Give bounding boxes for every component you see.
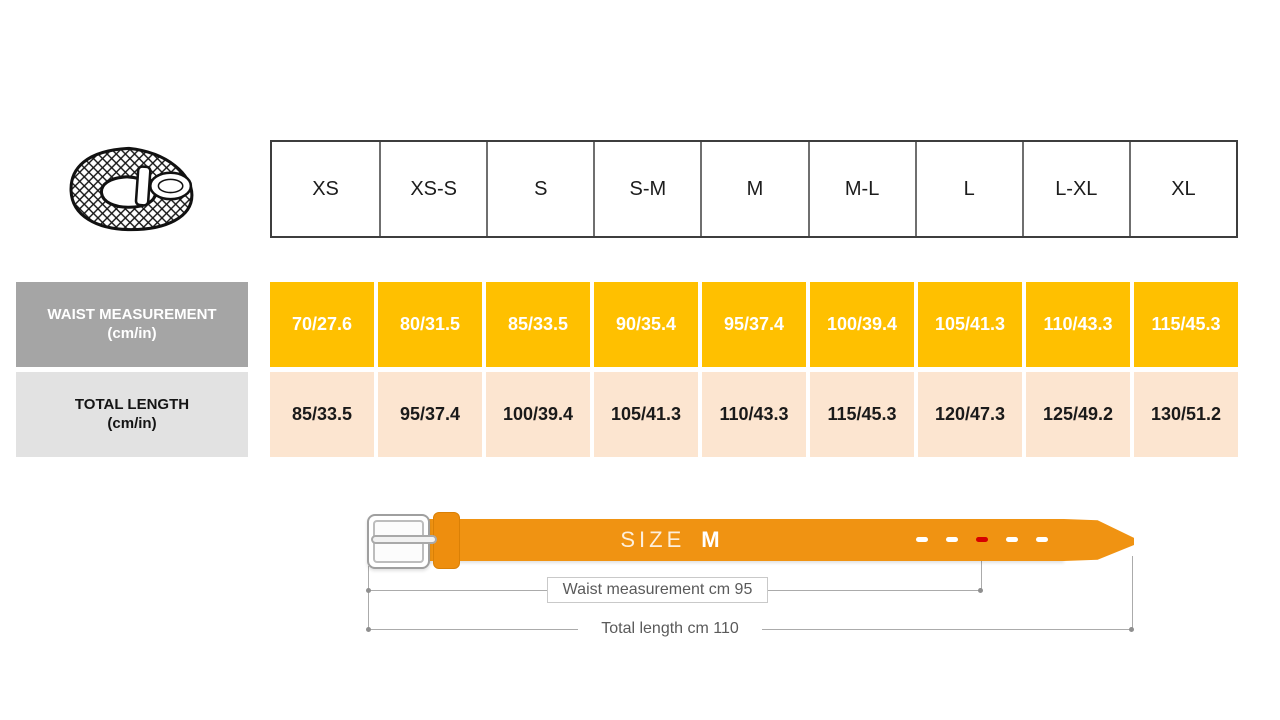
braided-belt-icon [66, 140, 198, 238]
dimension-end-dot [366, 627, 371, 632]
waist-measurement-row: 70/27.6 80/31.5 85/33.5 90/35.4 95/37.4 … [270, 282, 1238, 367]
length-value-cell: 85/33.5 [270, 372, 374, 457]
total-length-row-label: TOTAL LENGTH (cm/in) [16, 372, 248, 457]
total-length-dimension-line [762, 629, 1132, 630]
belt-hole-red [976, 537, 988, 542]
waist-dimension-line [368, 590, 547, 591]
size-header-row: XS XS-S S S-M M M-L L L-XL XL [270, 140, 1238, 238]
total-length-row: 85/33.5 95/37.4 100/39.4 105/41.3 110/43… [270, 372, 1238, 457]
size-header-cell: S-M [593, 142, 700, 236]
dimension-end-dot [978, 588, 983, 593]
length-value-cell: 105/41.3 [594, 372, 698, 457]
size-header-cell: XL [1128, 142, 1236, 236]
length-value-cell: 100/39.4 [486, 372, 590, 457]
waist-value-cell: 95/37.4 [702, 282, 806, 367]
length-value-cell: 130/51.2 [1134, 372, 1238, 457]
length-label-unit: (cm/in) [107, 414, 157, 432]
size-value: M [701, 527, 720, 552]
belt-buckle-prong [371, 535, 437, 544]
waist-value-cell: 70/27.6 [270, 282, 374, 367]
length-value-cell: 125/49.2 [1026, 372, 1130, 457]
size-header-cell: S [486, 142, 593, 236]
belt-hole [1036, 537, 1048, 542]
size-header-cell: L [914, 142, 1022, 236]
length-value-cell: 115/45.3 [810, 372, 914, 457]
waist-value-cell: 110/43.3 [1026, 282, 1130, 367]
belt-size-label: SIZE M [540, 519, 800, 561]
belt-tip [1064, 519, 1134, 561]
belt-hole [1006, 537, 1018, 542]
waist-value-cell: 105/41.3 [918, 282, 1022, 367]
size-header-cell: L-XL [1021, 142, 1129, 236]
belt-hole [946, 537, 958, 542]
waist-measurement-annotation: Waist measurement cm 95 [547, 577, 768, 603]
length-value-cell: 110/43.3 [702, 372, 806, 457]
size-header-cell: M-L [807, 142, 915, 236]
length-value-cell: 120/47.3 [918, 372, 1022, 457]
waist-value-cell: 85/33.5 [486, 282, 590, 367]
length-value-cell: 95/37.4 [378, 372, 482, 457]
tip-leader-line [1132, 556, 1133, 630]
buckle-leader-line [368, 566, 369, 630]
size-header-cell: M [700, 142, 807, 236]
belt-hole [916, 537, 928, 542]
dimension-end-dot [1129, 627, 1134, 632]
waist-measurement-row-label: WAIST MEASUREMENT (cm/in) [16, 282, 248, 367]
size-word: SIZE [620, 527, 686, 552]
size-header-cell: XS-S [379, 142, 486, 236]
belt-keeper-loop [433, 512, 460, 569]
waist-value-cell: 80/31.5 [378, 282, 482, 367]
waist-label-unit: (cm/in) [107, 324, 157, 342]
waist-dimension-line [768, 590, 981, 591]
waist-value-cell: 115/45.3 [1134, 282, 1238, 367]
length-label-text: TOTAL LENGTH [74, 395, 190, 413]
waist-value-cell: 100/39.4 [810, 282, 914, 367]
dimension-end-dot [366, 588, 371, 593]
waist-label-text: WAIST MEASUREMENT [47, 305, 217, 323]
size-header-cell: XS [312, 177, 339, 200]
total-length-annotation: Total length cm 110 [578, 619, 762, 639]
red-hole-leader-line [981, 548, 982, 591]
waist-value-cell: 90/35.4 [594, 282, 698, 367]
total-length-dimension-line [368, 629, 578, 630]
